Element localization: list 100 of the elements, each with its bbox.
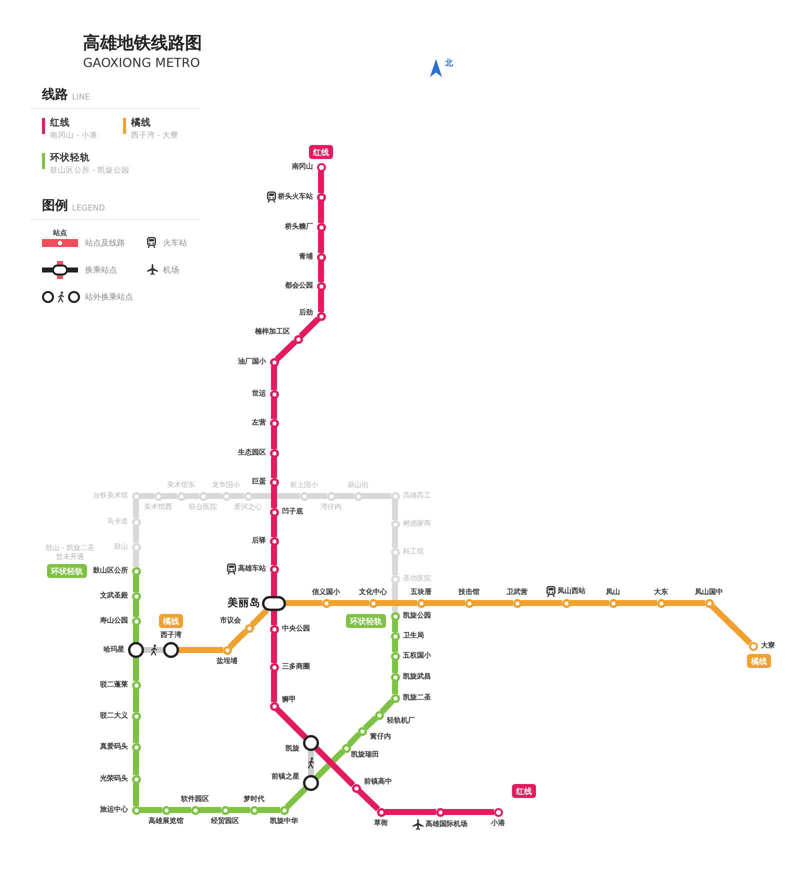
legend-text: 站点及线路 [85, 238, 125, 248]
station-dot [270, 390, 278, 398]
metro-line [140, 807, 162, 813]
metro-line [335, 493, 354, 499]
metro-line [298, 316, 320, 338]
legend-text: 红线 [50, 116, 70, 130]
line-name-badge: 环状轻轨 [346, 614, 386, 628]
metro-line [271, 427, 277, 449]
station-dot [390, 694, 400, 702]
metro-line [444, 809, 494, 815]
metro-line [133, 526, 139, 543]
station-dot [316, 252, 326, 262]
metro-line [271, 573, 277, 596]
metro-line [362, 493, 391, 499]
metro-line [133, 658, 139, 681]
station-dot [222, 492, 230, 500]
station-dot [376, 808, 386, 816]
metro-line [392, 528, 398, 548]
station-dot [316, 222, 326, 232]
metro-line [392, 681, 398, 694]
transfer-station-ring [303, 775, 319, 791]
section-subheading: LEGEND [72, 203, 105, 213]
metro-line [392, 640, 398, 652]
station-dot [270, 624, 278, 634]
station-dot [390, 520, 400, 528]
north-label: 北 [445, 58, 453, 68]
metro-line [392, 583, 398, 612]
station-dot [270, 478, 278, 486]
metro-line [271, 398, 277, 419]
metro-line [665, 600, 705, 606]
station-dot [704, 598, 714, 608]
station-dot [190, 806, 200, 814]
station-dot [132, 742, 140, 752]
metro-line [133, 600, 139, 617]
station-dot [390, 492, 400, 500]
metro-line [318, 261, 324, 282]
line-name-badge: 红线 [309, 145, 333, 159]
metro-line [199, 807, 221, 813]
metro-line [710, 604, 752, 646]
metro-line [473, 600, 513, 606]
metro-line [133, 720, 139, 743]
station-dot [368, 598, 378, 608]
station-dot [244, 624, 254, 632]
station-dot [280, 806, 288, 814]
station-dot [176, 492, 186, 500]
station-dot [316, 312, 326, 320]
metro-line [286, 600, 322, 606]
metro-line [230, 493, 244, 499]
metro-line [133, 500, 139, 518]
station-dot [132, 518, 140, 526]
station-dot [220, 806, 230, 814]
metro-line [271, 545, 277, 565]
transfer-walkway [308, 750, 314, 776]
line-name-badge: 环状轻轨 [47, 564, 87, 578]
station-dot [132, 680, 140, 690]
metro-line [178, 647, 223, 653]
metro-line [271, 610, 277, 625]
metro-line [385, 809, 436, 815]
metro-line [392, 556, 398, 575]
map-subtitle: GAOXIONG METRO [83, 56, 200, 70]
legend-text: 换乘站点 [85, 264, 117, 276]
station-dot [436, 808, 444, 816]
metro-line [271, 457, 277, 478]
station-dot [270, 448, 278, 458]
metro-line [570, 600, 609, 606]
metro-line [133, 751, 139, 775]
station-dot [748, 642, 758, 650]
station-dot [162, 806, 170, 814]
metro-line [356, 788, 380, 812]
station-dot [132, 566, 140, 576]
station-dot [354, 492, 362, 500]
metro-line [250, 608, 269, 628]
station-dot [244, 492, 252, 500]
metro-line [362, 716, 378, 730]
metro-line [314, 748, 346, 780]
station-dot [316, 192, 326, 202]
station-dot [270, 508, 278, 516]
metro-line [271, 671, 277, 702]
station-dot [316, 282, 326, 290]
metro-line [252, 493, 300, 499]
map-title: 高雄地铁线路图 [83, 32, 202, 54]
station-dot [132, 616, 140, 626]
station-dot [390, 632, 400, 640]
station-dot [132, 712, 140, 720]
station-dot [562, 598, 570, 608]
station-dot [132, 806, 140, 814]
station-dot [390, 574, 400, 584]
metro-line [392, 500, 398, 520]
legend-text: 环状轻轨 [50, 152, 90, 164]
metro-line [207, 493, 222, 499]
metro-line [229, 807, 250, 813]
station-dot [322, 598, 330, 608]
metro-line [133, 551, 139, 567]
metro-line [521, 600, 562, 606]
metro-line [617, 600, 657, 606]
station-dot [132, 774, 140, 784]
metro-line [133, 783, 139, 806]
metro-line [318, 231, 324, 253]
line-name-badge: 橘线 [747, 654, 771, 668]
metro-line [271, 366, 277, 390]
